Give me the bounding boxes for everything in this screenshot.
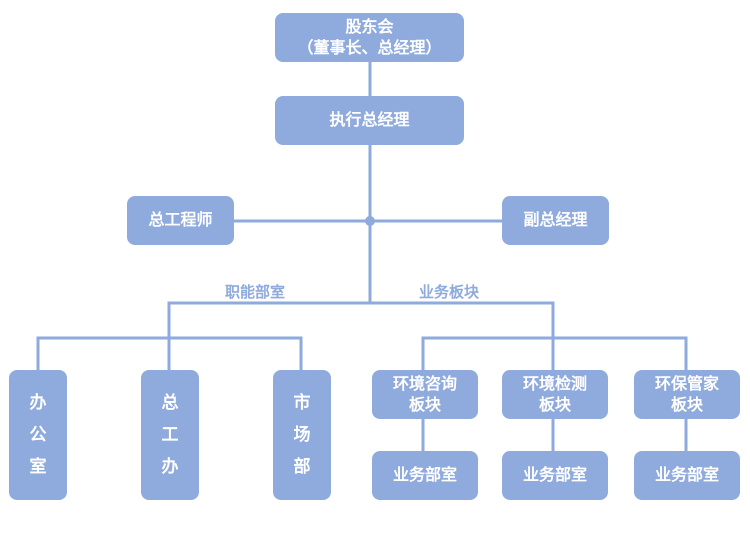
env-consulting-line2: 板块 — [408, 394, 441, 414]
executive-gm-label: 执行总经理 — [329, 110, 410, 130]
deputy-gm-label: 副总经理 — [523, 210, 588, 230]
general-engineering-office-box: 总 工 办 — [141, 370, 199, 500]
env-testing-line2: 板块 — [538, 394, 571, 414]
shareholders-line2: （董事长、总经理） — [297, 37, 442, 57]
marketing-dept-char: 场 — [293, 424, 311, 445]
shareholders-box: 股东会 （董事长、总经理） — [275, 13, 464, 62]
env-consulting-line1: 环境咨询 — [392, 373, 457, 393]
chief-engineer-box: 总工程师 — [127, 196, 234, 245]
office-char: 公 — [29, 424, 47, 445]
env-housekeeping-line1: 环保管家 — [654, 373, 719, 393]
marketing-dept-char: 市 — [293, 392, 311, 413]
junction-dot — [365, 216, 375, 226]
testing-business-dept-box: 业务部室 — [502, 451, 608, 500]
env-testing-line1: 环境检测 — [522, 373, 587, 393]
env-housekeeping-line2: 板块 — [670, 394, 703, 414]
general-engineering-office-char: 工 — [161, 424, 179, 445]
chief-engineer-label: 总工程师 — [148, 210, 213, 230]
office-char: 室 — [29, 457, 47, 478]
env-housekeeping-box: 环保管家 板块 — [634, 370, 740, 419]
consulting-business-dept-label: 业务部室 — [392, 465, 457, 485]
marketing-dept-char: 部 — [293, 457, 311, 478]
deputy-gm-box: 副总经理 — [502, 196, 609, 245]
env-consulting-box: 环境咨询 板块 — [372, 370, 478, 419]
general-engineering-office-char: 总 — [161, 392, 179, 413]
shareholders-line1: 股东会 — [345, 16, 394, 36]
executive-gm-box: 执行总经理 — [275, 96, 464, 145]
business-segments-caption: 业务板块 — [419, 283, 480, 301]
office-box: 办 公 室 — [9, 370, 67, 500]
office-char: 办 — [29, 392, 47, 413]
housekeeping-business-dept-box: 业务部室 — [634, 451, 740, 500]
testing-business-dept-label: 业务部室 — [522, 465, 587, 485]
general-engineering-office-char: 办 — [161, 457, 179, 478]
housekeeping-business-dept-label: 业务部室 — [654, 465, 719, 485]
env-testing-box: 环境检测 板块 — [502, 370, 608, 419]
marketing-dept-box: 市 场 部 — [273, 370, 331, 500]
consulting-business-dept-box: 业务部室 — [372, 451, 478, 500]
functional-departments-caption: 职能部室 — [225, 283, 286, 301]
